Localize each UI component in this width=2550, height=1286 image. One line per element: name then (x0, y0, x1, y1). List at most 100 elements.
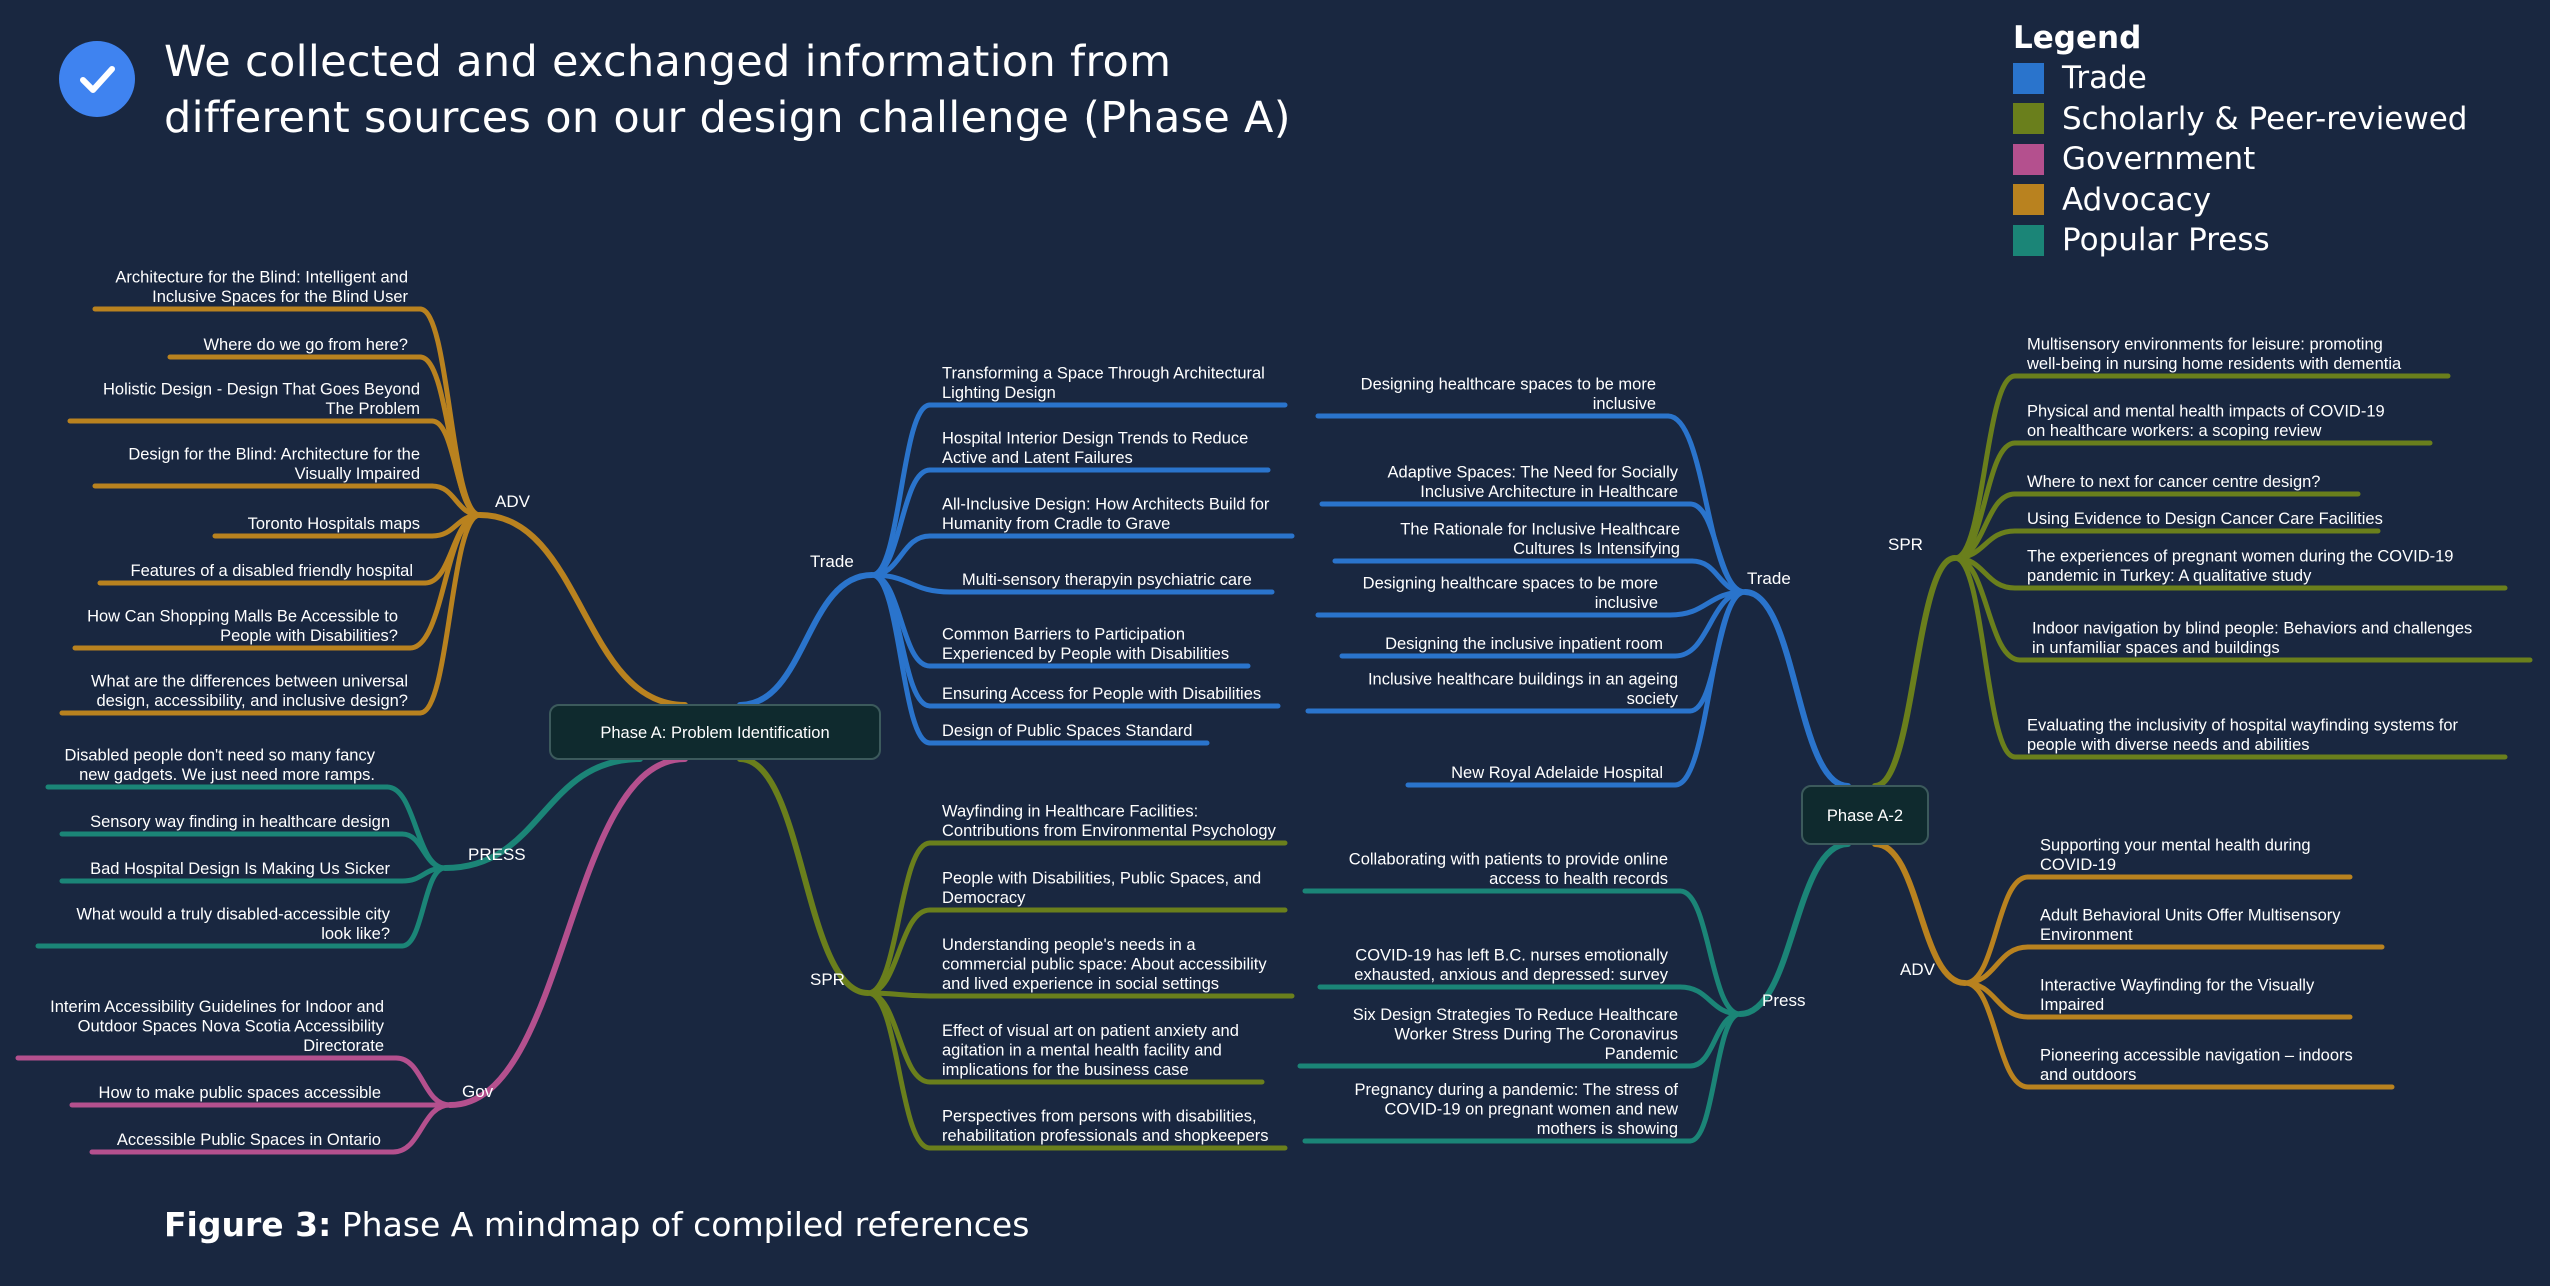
topic-line: well-being in nursing home residents wit… (2026, 355, 2402, 373)
page-title-line: We collected and exchanged information f… (164, 37, 1172, 87)
check-circle-icon (59, 41, 135, 117)
topic-label: Evaluating the inclusivity of hospital w… (2027, 717, 2459, 755)
topic-line: Multisensory environments for leisure: p… (2027, 336, 2383, 354)
topic-connector (869, 572, 953, 595)
topic-line: COVID-19 (2040, 856, 2116, 874)
topic-line: society (1627, 690, 1679, 708)
branch-connector (1872, 841, 1968, 986)
topic-label: Where do we go from here? (203, 336, 408, 354)
topic-label: Design of Public Spaces Standard (942, 722, 1192, 740)
topic-line: Understanding people's needs in a (942, 936, 1196, 954)
topic-line: agitation in a mental health facility an… (942, 1042, 1222, 1060)
branch-connector (447, 756, 688, 1108)
topic-line: inclusive (1595, 594, 1658, 612)
topic-label: Inclusive healthcare buildings in an age… (1368, 671, 1679, 709)
topic-connector (1952, 555, 2018, 760)
topic-line: on healthcare workers: a scoping review (2027, 422, 2321, 440)
topic-connector (390, 1102, 453, 1155)
topic-label: Bad Hospital Design Is Making Us Sicker (90, 860, 390, 878)
topic-line: and outdoors (2040, 1066, 2136, 1084)
topic-label: Wayfinding in Healthcare Facilities:Cont… (942, 803, 1277, 841)
topic-line: Inclusive Spaces for the Blind User (152, 288, 408, 306)
branch-label: ADV (1900, 960, 1936, 979)
topic-line: Features of a disabled friendly hospital (131, 562, 414, 580)
legend-swatch (2013, 143, 2044, 175)
legend-item-advocacy: Advocacy (2013, 180, 2533, 221)
topic-label: Using Evidence to Design Cancer Care Fac… (2027, 510, 2383, 528)
topic-line: exhausted, anxious and depressed: survey (1354, 966, 1668, 984)
topic-line: Pandemic (1605, 1045, 1678, 1063)
branch-connector (737, 572, 875, 708)
legend-item-scholarly: Scholarly & Peer-reviewed (2013, 99, 2533, 140)
topic-line: All-Inclusive Design: How Architects Bui… (942, 496, 1270, 514)
topic-line: Bad Hospital Design Is Making Us Sicker (90, 860, 390, 878)
topic-line: Where to next for cancer centre design? (2027, 473, 2321, 491)
branch-connector (1737, 841, 1851, 1017)
topic-label: Holistic Design - Design That Goes Beyon… (103, 381, 420, 419)
topic-label: What would a truly disabled-accessible c… (76, 906, 390, 944)
topic-line: design, accessibility, and inclusive des… (96, 692, 408, 710)
topic-line: Interim Accessibility Guidelines for Ind… (50, 998, 384, 1016)
topic-line: Multi-sensory therapyin psychiatric care (962, 571, 1252, 589)
topic-line: Inclusive Architecture in Healthcare (1420, 483, 1678, 501)
topic-label: Hospital Interior Design Trends to Reduc… (942, 430, 1248, 468)
topic-line: Contributions from Environmental Psychol… (942, 822, 1277, 840)
topic-label: Transforming a Space Through Architectur… (942, 365, 1265, 403)
topic-line: Design of Public Spaces Standard (942, 722, 1192, 740)
topic-label: Pioneering accessible navigation – indoo… (2040, 1047, 2353, 1085)
topic-line: Architecture for the Blind: Intelligent … (115, 269, 408, 287)
topic-line: Humanity from Cradle to Grave (942, 515, 1170, 533)
topic-line: Democracy (942, 889, 1026, 907)
topic-label: Ensuring Access for People with Disabili… (942, 685, 1261, 703)
topic-line: pandemic in Turkey: A qualitative study (2027, 567, 2312, 585)
topic-line: inclusive (1593, 395, 1656, 413)
topic-line: COVID-19 has left B.C. nurses emotionall… (1355, 947, 1668, 965)
topic-label: Multisensory environments for leisure: p… (2026, 336, 2402, 374)
topic-label: Physical and mental health impacts of CO… (2027, 403, 2385, 441)
topic-line: Designing healthcare spaces to be more (1361, 376, 1656, 394)
legend-label: Advocacy (2062, 181, 2212, 218)
topic-line: Supporting your mental health during (2040, 837, 2311, 855)
branch-label: Trade (1747, 569, 1791, 588)
topic-line: Using Evidence to Design Cancer Care Fac… (2027, 510, 2383, 528)
topic-label: Where to next for cancer centre design? (2027, 473, 2321, 491)
root-node-label: Phase A-2 (1827, 807, 1903, 825)
topic-label: COVID-19 has left B.C. nurses emotionall… (1354, 947, 1668, 985)
topic-line: commercial public space: About accessibi… (942, 956, 1267, 974)
topic-label: Effect of visual art on patient anxiety … (942, 1022, 1239, 1079)
topic-line: Sensory way finding in healthcare design (90, 813, 390, 831)
topic-label: Toronto Hospitals maps (248, 515, 420, 533)
legend-swatch (2013, 103, 2044, 135)
topic-label: Architecture for the Blind: Intelligent … (115, 269, 408, 307)
topic-connector (407, 512, 483, 651)
branch-label: PRESS (468, 845, 526, 864)
topic-connector (393, 1055, 453, 1108)
root-node (549, 704, 881, 760)
topic-line: and lived experience in social settings (942, 975, 1219, 993)
topic-line: What would a truly disabled-accessible c… (76, 906, 390, 924)
topic-line: Accessible Public Spaces in Ontario (117, 1131, 381, 1149)
topic-connector (869, 402, 933, 578)
root-node-label: Phase A: Problem Identification (600, 724, 829, 742)
topic-line: Transforming a Space Through Architectur… (942, 365, 1265, 383)
topic-connector (869, 467, 933, 578)
legend-item-government: Government (2013, 139, 2533, 180)
topic-connector (399, 831, 448, 871)
topic-line: Physical and mental health impacts of CO… (2027, 403, 2385, 421)
topic-line: Collaborating with patients to provide o… (1349, 851, 1668, 869)
topic-label: Six Design Strategies To Reduce Healthca… (1353, 1006, 1678, 1063)
legend-title: Legend (2013, 20, 2142, 56)
topic-connector (399, 865, 448, 949)
topic-connector (384, 784, 448, 871)
topic-label: Multi-sensory therapyin psychiatric care (962, 571, 1252, 589)
topic-line: implications for the business case (942, 1061, 1189, 1079)
page-title: We collected and exchanged information f… (164, 34, 1344, 146)
branch-connector (477, 512, 688, 708)
legend: Legend Trade Scholarly & Peer-reviewed G… (2013, 18, 2533, 261)
legend-item-popular-press: Popular Press (2013, 220, 2533, 261)
branch-label: Press (1762, 991, 1805, 1010)
topic-label: Accessible Public Spaces in Ontario (117, 1131, 381, 1149)
topic-line: in unfamiliar spaces and buildings (2032, 639, 2280, 657)
